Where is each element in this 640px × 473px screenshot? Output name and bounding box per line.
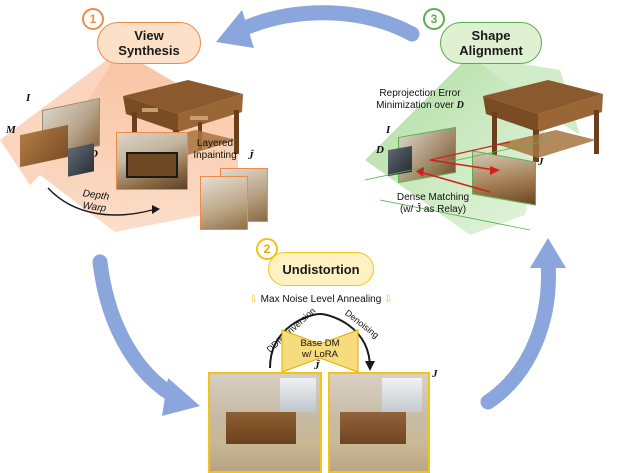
distorted-view-window (280, 378, 316, 412)
shape-alignment-title: Shape Alignment (440, 22, 542, 64)
cycle-arrow-top (228, 5, 420, 42)
view-synthesis-title-line1: View (134, 28, 164, 43)
view-synthesis-title-line2: Synthesis (118, 43, 180, 58)
annealing-label: ⇩ Max Noise Level Annealing ⇩ (249, 294, 393, 305)
step-3-badge: 3 (423, 8, 445, 30)
shape-alignment-title-line1: Shape (471, 28, 511, 43)
undistorted-view-window (382, 378, 422, 412)
inpainted-view-front (200, 176, 248, 230)
depth-warp-arrow (47, 187, 160, 216)
label-I-view: I (26, 92, 31, 104)
cycle-arrow-right (480, 254, 556, 410)
shape-alignment-title-line2: Alignment (459, 43, 523, 58)
layered-inpainting-label: Layered Inpainting (193, 138, 237, 161)
label-M-view: M (6, 124, 16, 136)
depth-image-D (68, 143, 94, 177)
table-3d-model-aligned-icon (483, 80, 603, 162)
dense-matching-label: Dense Matching (w/ Ĵ as Relay) (396, 192, 470, 215)
diffusion-arc-arrows (269, 312, 375, 371)
label-J-undistort: J (432, 368, 438, 380)
table-3d-model-icon (123, 80, 243, 162)
warped-view-table (126, 152, 178, 178)
label-J-align: J (538, 156, 544, 168)
cycle-arrow-left (92, 254, 186, 406)
distorted-view-table (226, 412, 296, 444)
label-J-hat-undistort: Ĵ (314, 360, 320, 372)
label-D-align: D (376, 144, 384, 156)
reprojection-error-label: Reprojection Error Minimization over D (376, 88, 464, 111)
step-1-badge: 1 (82, 8, 104, 30)
step-2-badge: 2 (256, 238, 278, 260)
label-J-hat-view: Ĵ (248, 150, 254, 162)
undistortion-title: Undistortion (268, 252, 374, 286)
base-dm-label: Base DM w/ LoRA (300, 338, 340, 360)
matching-lines (364, 139, 551, 231)
label-I-align: I (386, 124, 391, 136)
view-synthesis-title: View Synthesis (97, 22, 201, 64)
undistorted-view-table (340, 412, 406, 444)
